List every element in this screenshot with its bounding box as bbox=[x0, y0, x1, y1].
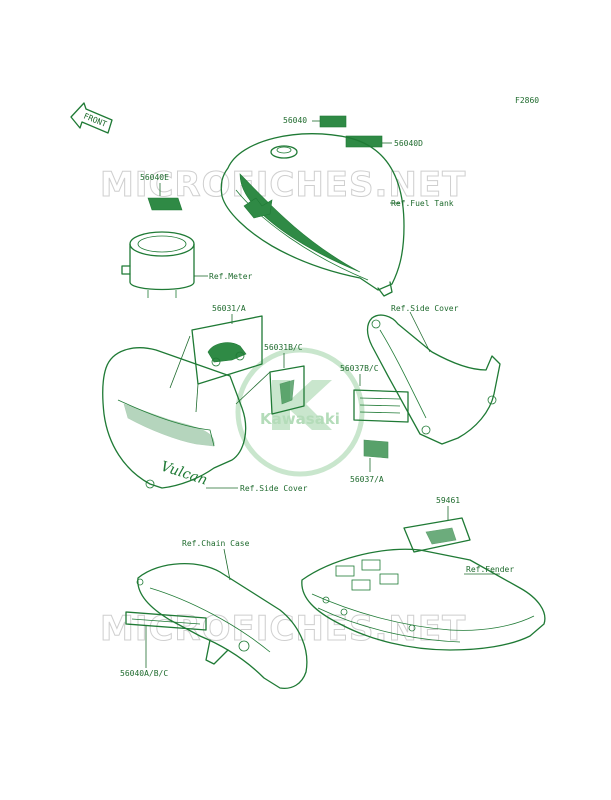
chain-case bbox=[136, 563, 308, 690]
label-ref-side-cover-left: Ref.Side Cover bbox=[240, 484, 308, 493]
side-cover-left: Vulcan bbox=[102, 347, 247, 489]
watermark-bottom: MICROFICHES.NET bbox=[100, 609, 466, 649]
decal-56037a bbox=[363, 439, 389, 459]
label-56037a: 56037/A bbox=[350, 475, 384, 484]
decal-56031a bbox=[191, 315, 263, 385]
fuel-tank bbox=[220, 133, 405, 297]
label-ref-chain-case: Ref.Chain Case bbox=[182, 539, 250, 548]
decal-56040abc bbox=[125, 611, 207, 631]
vulcan-badge: Vulcan bbox=[159, 459, 210, 489]
decal-59461 bbox=[403, 517, 471, 553]
front-arrow: FRONT bbox=[70, 102, 113, 134]
meter bbox=[121, 231, 195, 298]
label-ref-fuel-tank: Ref.Fuel Tank bbox=[391, 199, 454, 208]
decal-56040d bbox=[345, 135, 383, 148]
label-59461: 59461 bbox=[436, 496, 460, 505]
label-56040d: 56040D bbox=[394, 139, 423, 148]
label-56040abc: 56040A/B/C bbox=[120, 669, 168, 678]
label-56031bc: 56031B/C bbox=[264, 343, 303, 352]
label-56040: 56040 bbox=[283, 116, 307, 125]
rear-fender bbox=[301, 548, 546, 651]
label-ref-meter: Ref.Meter bbox=[209, 272, 253, 281]
svg-text:FRONT: FRONT bbox=[82, 112, 108, 129]
decal-56040e bbox=[147, 197, 183, 211]
label-56037bc: 56037B/C bbox=[340, 364, 379, 373]
label-56031a: 56031/A bbox=[212, 304, 246, 313]
kawasaki-logo-text: Kawasaki bbox=[260, 410, 340, 428]
label-ref-side-cover-right: Ref.Side Cover bbox=[391, 304, 459, 313]
label-ref-fender: Ref.Fender bbox=[466, 565, 514, 574]
side-cover-right bbox=[366, 314, 501, 445]
label-56040e: 56040E bbox=[140, 173, 169, 182]
figure-code: F2860 bbox=[515, 96, 539, 105]
decal-56031bc bbox=[269, 365, 305, 415]
decal-56040 bbox=[319, 115, 347, 128]
decal-56037bc bbox=[353, 389, 409, 423]
